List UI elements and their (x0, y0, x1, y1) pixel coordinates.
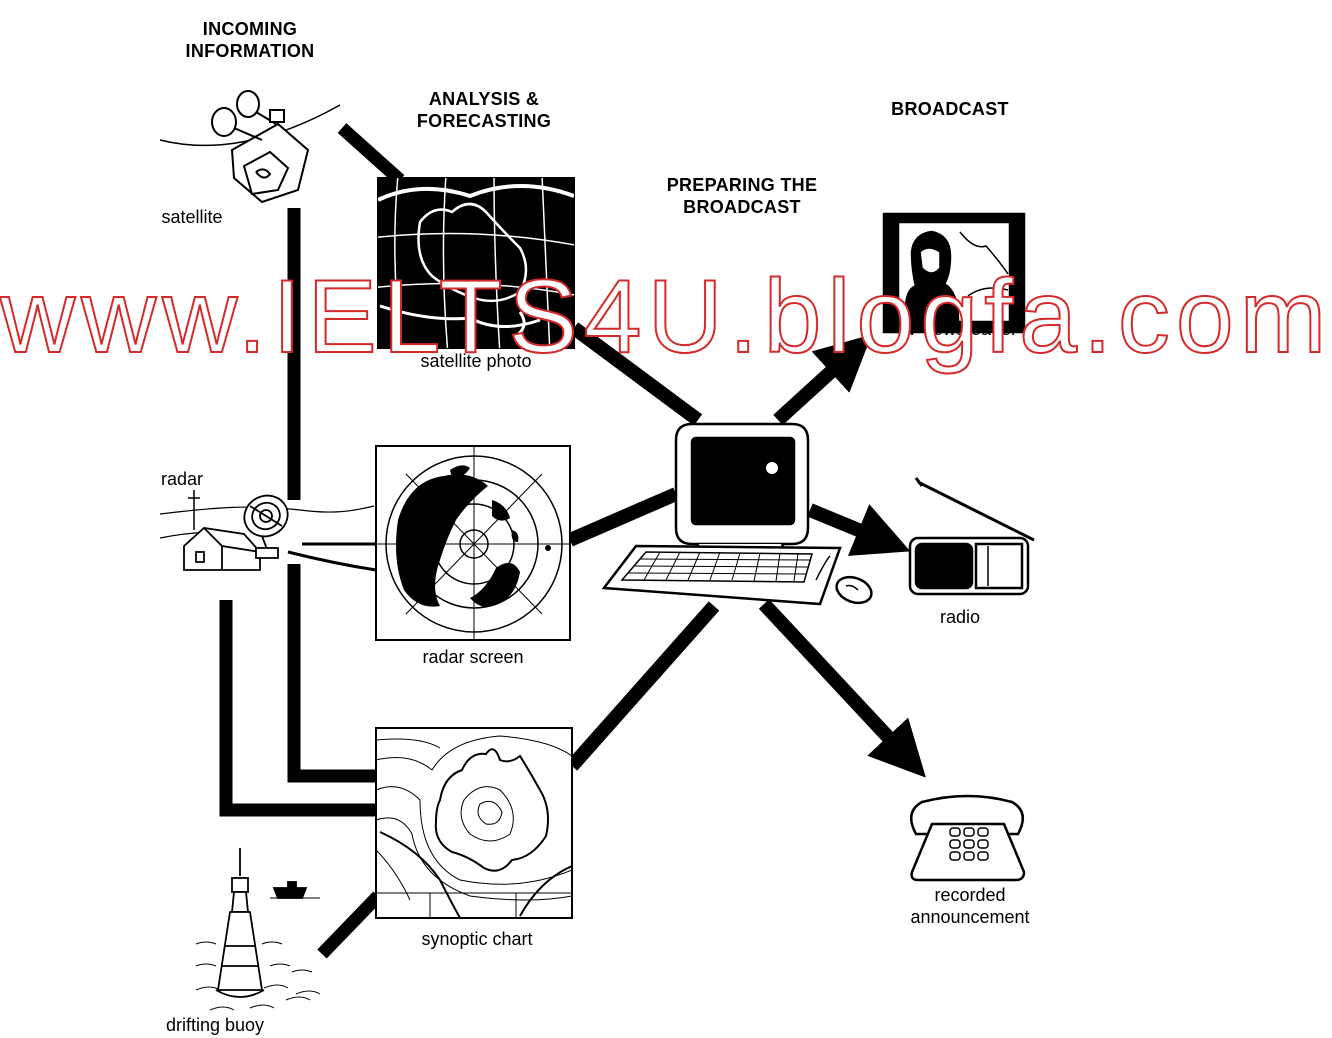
label-synoptic-chart: synoptic chart (421, 929, 533, 949)
buoy-illustration (195, 848, 321, 1011)
radar-illustration (159, 490, 375, 571)
label-recorded-announcement: recorded announcement (910, 885, 1030, 927)
radar-to-screen-lines (287, 542, 377, 572)
label-drifting-buoy: drifting buoy (165, 1015, 265, 1035)
heading-broadcast: BROADCAST (891, 99, 1009, 119)
computer-to-phone-arrow (758, 599, 926, 778)
tv-illustration (882, 212, 1026, 334)
label-satellite: satellite (161, 207, 223, 227)
satellite-photo (377, 177, 575, 349)
radar-to-chart-line (287, 564, 378, 783)
phone-illustration (909, 794, 1026, 882)
label-radar: radar (160, 469, 204, 489)
chart-to-computer-line (566, 601, 720, 771)
computer-illustration (601, 422, 873, 606)
buoy-to-chart-line (317, 891, 383, 959)
label-satellite-photo: satellite photo (420, 351, 532, 371)
radar-screen-to-computer-line (567, 487, 679, 547)
photo-to-computer-line (569, 322, 703, 426)
synoptic-chart (375, 727, 573, 919)
weather-process-diagram (159, 90, 1035, 1011)
satellite-illustration (159, 90, 341, 204)
computer-to-radio-arrow (807, 503, 911, 556)
label-tv-newsreader: TV newsreader (894, 319, 1018, 339)
heading-preparing-broadcast: PREPARING THE BROADCAST (666, 175, 818, 217)
input-connectors (219, 123, 405, 959)
radar-outer-to-chart-line (219, 600, 378, 817)
radio-illustration (908, 477, 1035, 596)
satellite-to-photo-line (337, 123, 405, 185)
watermark-text: www.IELTS4U.blogfa.com (0, 259, 1332, 375)
heading-incoming-information: INCOMING INFORMATION (185, 19, 315, 61)
heading-analysis-forecasting: ANALYSIS & FORECASTING (416, 89, 552, 131)
computer-to-tv-arrow (773, 334, 872, 426)
label-radar-screen: radar screen (422, 647, 524, 667)
computer-connectors (566, 322, 926, 778)
radar-screen (375, 445, 571, 641)
label-radio: radio (939, 607, 981, 627)
